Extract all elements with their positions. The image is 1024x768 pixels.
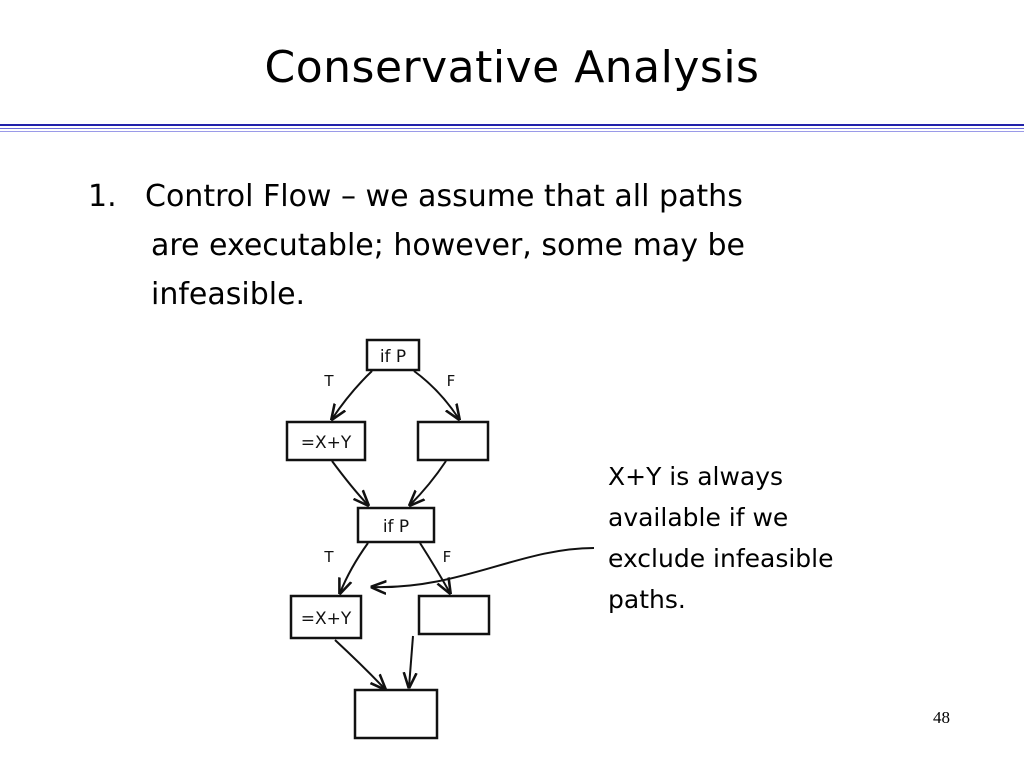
edge-label-true-2: T: [323, 548, 334, 566]
bullet-text: Control Flow – we assume that all paths …: [88, 172, 888, 319]
exit-node: [353, 688, 439, 740]
note-line-4: paths.: [608, 585, 686, 614]
title-divider: [0, 124, 1024, 126]
annotation-note: X+Y is always available if we exclude in…: [608, 456, 938, 620]
edge-merge-left-1: [331, 460, 368, 505]
cond-node-1-label: if P: [380, 347, 406, 367]
edge-true-1: [332, 370, 373, 419]
edge-label-true-1: T: [323, 372, 334, 390]
cond-node-2-label: if P: [383, 517, 409, 537]
edge-merge-right-1: [410, 460, 447, 505]
bullet-line-1: Control Flow – we assume that all paths: [145, 179, 743, 214]
edge-label-false-1: F: [447, 372, 456, 390]
slide-title: Conservative Analysis: [264, 42, 760, 93]
edge-true-2: [340, 542, 369, 593]
edge-label-false-2: F: [443, 548, 452, 566]
title-divider-faint: [0, 131, 1024, 132]
bullet-point: 1. Control Flow – we assume that all pat…: [88, 172, 888, 319]
edge-merge-right-2: [409, 635, 413, 687]
assign-node-2: [289, 594, 363, 640]
edge-false-1: [413, 370, 459, 419]
cond-node-1: [365, 338, 421, 372]
annotation-arrow: [372, 547, 595, 587]
empty-node-1: [416, 420, 490, 462]
title-divider-thin: [0, 128, 1024, 129]
bullet-line-3: infeasible.: [151, 277, 306, 312]
edge-merge-left-2: [334, 639, 385, 689]
note-line-1: X+Y is always: [608, 462, 784, 491]
page-number: 48: [933, 708, 950, 727]
cond-node-2: [356, 506, 436, 544]
assign-node-1: [285, 420, 367, 462]
note-line-2: available if we: [608, 503, 789, 532]
assign-node-2-label: =X+Y: [301, 609, 352, 629]
note-line-3: exclude infeasible: [608, 544, 834, 573]
bullet-line-2: are executable; however, some may be: [151, 228, 745, 263]
assign-node-1-label: =X+Y: [301, 433, 352, 453]
empty-node-2: [417, 594, 491, 636]
edge-false-2: [419, 542, 450, 593]
bullet-number: 1.: [88, 179, 117, 214]
